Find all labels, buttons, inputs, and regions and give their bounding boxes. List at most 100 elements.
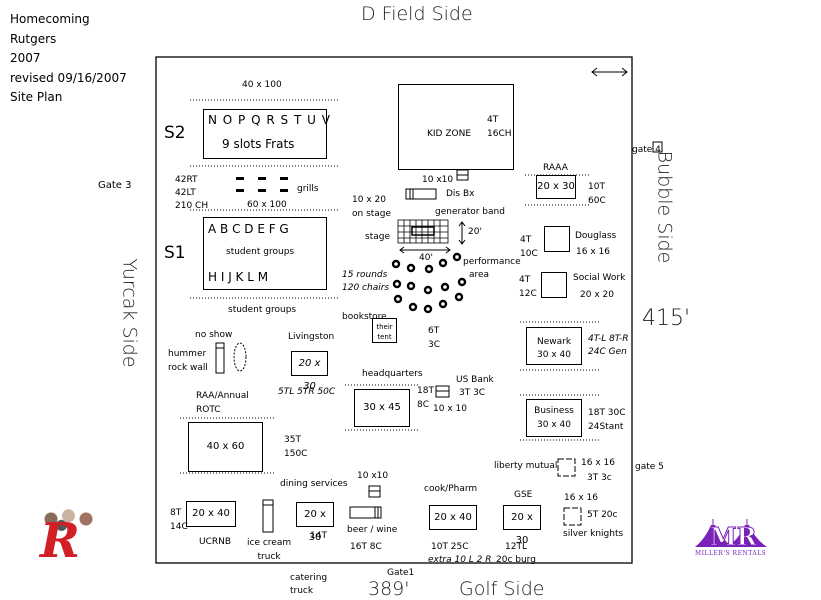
s1-label: S1 xyxy=(164,243,186,263)
no-show-label: no show xyxy=(195,330,233,340)
raaa-tent[interactable]: 20 x 30 xyxy=(536,175,576,199)
cook-pharm-tent[interactable]: 20 x 40 xyxy=(429,505,477,530)
bookstore-label: bookstore xyxy=(342,312,387,322)
rotc-tent[interactable]: 40 x 60 xyxy=(188,422,263,472)
social-work-dims: 20 x 20 xyxy=(580,290,614,300)
tent-icon xyxy=(695,519,767,547)
double-arrow-icon xyxy=(591,67,628,77)
s1-inner-label: student groups xyxy=(226,247,295,257)
athletes-collage xyxy=(30,503,100,535)
round-tables xyxy=(391,252,467,314)
dining-label: dining services xyxy=(280,479,348,489)
silver-knights-label: silver knights xyxy=(563,529,624,539)
us-bank-label: US Bank xyxy=(456,375,494,385)
right-length: 415' xyxy=(642,306,691,331)
s2-dims: 40 x 100 xyxy=(242,80,282,90)
stage-width: 40' xyxy=(419,253,433,263)
s2-tent[interactable]: N O P Q R S T U V 9 slots Frats xyxy=(203,109,330,159)
millers-wordmark: MILLER'S RENTALS xyxy=(695,550,767,557)
title-line: Site Plan xyxy=(10,90,63,104)
s1-tent[interactable]: A B C D E F G student groups H I J K L M xyxy=(203,217,327,290)
title-line: Homecoming xyxy=(10,12,90,26)
us-bank-notes: 3T 3C xyxy=(459,388,486,398)
dis-bx-icon xyxy=(405,188,437,200)
dining-tent[interactable]: 20 x 30 xyxy=(296,502,334,543)
grill-icons xyxy=(236,177,288,192)
rock-wall-icon xyxy=(233,342,247,372)
s1-below-label: student groups xyxy=(228,305,297,315)
bottom-length: 389' xyxy=(368,578,410,600)
gse-extra: 20c burg xyxy=(496,555,536,565)
s1-dims: 60 x 100 xyxy=(247,200,287,210)
beer-wine-label: beer / wine xyxy=(347,525,398,535)
millers-mr-mark: MR xyxy=(710,522,758,552)
generator-label: generator band xyxy=(435,207,505,217)
douglass-dims: 16 x 16 xyxy=(576,247,610,257)
stage-height: 20' xyxy=(468,227,482,237)
silver-knights-dims: 16 x 16 xyxy=(564,493,598,503)
dis-bx-label: Dis Bx xyxy=(446,189,475,199)
site-boundary xyxy=(155,56,633,564)
title-line: Rutgers xyxy=(10,31,57,46)
social-work-tent[interactable] xyxy=(541,272,567,298)
cook-pharm-label: cook/Pharm xyxy=(424,484,478,494)
stage-grid xyxy=(397,219,449,244)
s2-label: S2 xyxy=(164,123,186,143)
gse-tent[interactable]: 20 x 30 xyxy=(503,505,541,546)
side-label-bottom: Golf Side xyxy=(459,578,545,600)
grills-label: grills xyxy=(297,184,319,194)
silver-knights-notes: 5T 20c xyxy=(587,510,618,520)
hummer-icon xyxy=(215,342,225,374)
liberty-mutual-notes: 3T 3c xyxy=(587,473,612,483)
cook-pharm-extra: extra 10 L 2 R xyxy=(428,555,492,565)
raaa-label: RAAA xyxy=(543,163,568,173)
douglass-label: Douglass xyxy=(575,231,617,241)
beer-wine-dims: 10 x10 xyxy=(357,471,389,481)
gate-5-label: gate 5 xyxy=(635,462,664,472)
side-label-top: D Field Side xyxy=(361,3,473,25)
liberty-mutual-label: liberty mutual xyxy=(494,461,558,471)
gse-notes: 12TL xyxy=(505,542,527,552)
tent-guy-lines xyxy=(180,99,600,474)
ucrnb-tent[interactable]: 20 x 40 xyxy=(186,501,236,527)
liberty-mutual-dims: 16 x 16 xyxy=(581,458,615,468)
plan-title-block: Homecoming Rutgers 2007 revised 09/16/20… xyxy=(10,10,127,108)
s1-bottom-letters: H I J K L M xyxy=(208,270,269,284)
livingston-label: Livingston xyxy=(288,332,335,342)
headquarters-tent[interactable]: 30 x 45 xyxy=(354,389,410,427)
us-bank-dims: 10 x 10 xyxy=(433,404,467,414)
livingston-tent[interactable]: 20 x 30 xyxy=(291,351,328,392)
rutgers-logo: R xyxy=(22,503,102,569)
gate-3-label: Gate 3 xyxy=(98,180,132,191)
douglass-tent[interactable] xyxy=(544,226,570,252)
gse-label: GSE xyxy=(514,490,533,500)
millers-rentals-logo: MR MILLER'S RENTALS xyxy=(693,517,773,559)
title-line: 2007 xyxy=(10,51,41,65)
s1-top-letters: A B C D E F G xyxy=(208,222,289,236)
silver-knights-booth xyxy=(563,507,582,526)
kid-zone-annex-dims: 10 x10 xyxy=(422,175,454,185)
stage-label: stage xyxy=(365,232,390,242)
rutgers-r-mark: R xyxy=(40,513,80,569)
